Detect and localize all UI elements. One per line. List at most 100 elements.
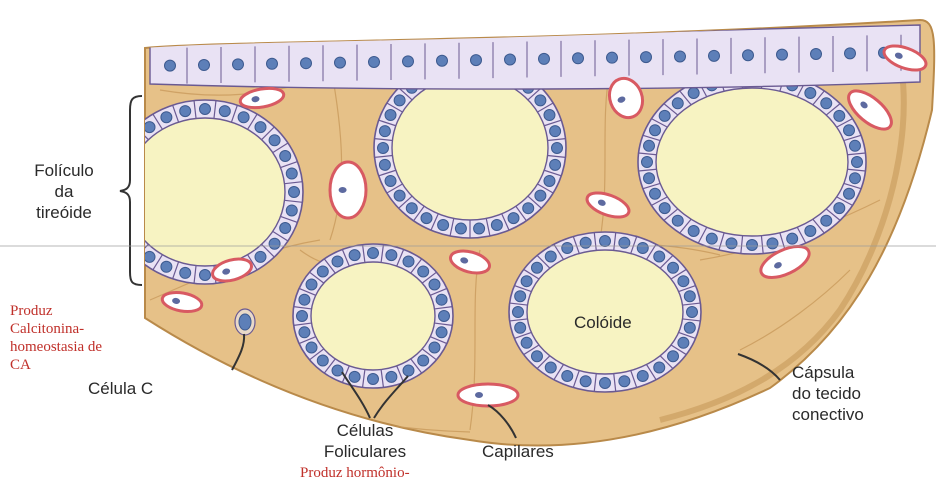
cell-nucleus: [562, 243, 573, 254]
cell-nucleus: [180, 106, 191, 117]
cell-nucleus: [600, 236, 611, 247]
cell-nucleus: [455, 223, 466, 234]
cell-nucleus: [641, 52, 652, 63]
cell-nucleus: [619, 376, 630, 387]
cell-nucleus: [219, 106, 230, 117]
cell-nucleus: [301, 58, 312, 69]
cell-nucleus: [332, 256, 343, 267]
cell-nucleus: [385, 110, 396, 121]
cell-nucleus: [513, 307, 524, 318]
cell-nucleus: [562, 370, 573, 381]
label-capsula: Cápsula do tecido conectivo: [792, 362, 864, 425]
cell-nucleus: [403, 256, 414, 267]
cell-nucleus: [535, 190, 546, 201]
cell-nucleus: [649, 188, 660, 199]
cell-nucleus: [280, 150, 291, 161]
c-cell: [235, 309, 255, 335]
cell-nucleus: [600, 378, 611, 389]
cell-nucleus: [418, 355, 429, 366]
label-celulas-foliculares-line1: Células: [305, 420, 425, 441]
label-capilares: Capilares: [482, 441, 554, 462]
label-foliculo-line2: da: [22, 181, 106, 202]
cell-nucleus: [550, 159, 561, 170]
cell-nucleus: [521, 337, 532, 348]
cell-nucleus: [286, 205, 297, 216]
cell-nucleus: [684, 322, 695, 333]
colloid: [311, 262, 435, 370]
cell-nucleus: [429, 279, 440, 290]
cell-nucleus: [289, 187, 300, 198]
cell-nucleus: [255, 251, 266, 262]
cell-nucleus: [684, 291, 695, 302]
cell-nucleus: [369, 56, 380, 67]
follicle-top-edge: [150, 25, 920, 89]
cell-nucleus: [269, 135, 280, 146]
cell-nucleus: [637, 243, 648, 254]
cell-nucleus: [515, 322, 526, 333]
cell-nucleus: [580, 237, 591, 248]
cell-nucleus: [552, 143, 563, 154]
cell-nucleus: [297, 311, 308, 322]
cell-nucleus: [672, 215, 683, 226]
cell-wall: [108, 200, 126, 202]
cell-nucleus: [688, 87, 699, 98]
cell-nucleus: [706, 233, 717, 244]
cell-nucleus: [844, 125, 855, 136]
cell-nucleus: [805, 87, 816, 98]
cell-nucleus: [306, 342, 317, 353]
cell-nucleus: [821, 215, 832, 226]
cell-nucleus: [394, 95, 405, 106]
cell-nucleus: [644, 173, 655, 184]
cell-nucleus: [385, 175, 396, 186]
cell-nucleus: [573, 53, 584, 64]
cell-wall: [112, 162, 129, 168]
cell-nucleus: [675, 51, 686, 62]
cell-nucleus: [335, 57, 346, 68]
annotation-calcitonina: Produz Calcitonina- homeostasia de CA: [10, 302, 102, 374]
cell-nucleus: [332, 365, 343, 376]
cell-nucleus: [767, 238, 778, 249]
follicle-bottom-center: [293, 244, 453, 388]
cell-nucleus: [523, 203, 534, 214]
annotation-hormonio: Produz hormônio-: [300, 464, 410, 482]
label-capsula-line1: Cápsula: [792, 362, 864, 383]
cell-nucleus: [607, 52, 618, 63]
cell-nucleus: [317, 355, 328, 366]
cell-nucleus: [379, 126, 390, 137]
cell-nucleus: [368, 248, 379, 259]
cell-nucleus: [649, 125, 660, 136]
cell-nucleus: [306, 279, 317, 290]
label-capsula-line2: do tecido: [792, 383, 864, 404]
cell-nucleus: [238, 112, 249, 123]
cell-nucleus: [545, 362, 556, 373]
cell-nucleus: [471, 55, 482, 66]
cell-nucleus: [644, 140, 655, 151]
cell-nucleus: [678, 337, 689, 348]
cell-nucleus: [474, 223, 485, 234]
cell-nucleus: [379, 159, 390, 170]
cell-wall: [108, 182, 126, 184]
cell-nucleus: [299, 327, 310, 338]
label-coloide: Colóide: [574, 312, 632, 333]
cell-nucleus: [849, 173, 860, 184]
cell-nucleus: [439, 311, 450, 322]
follicle-bracket: [120, 96, 142, 285]
cell-nucleus: [286, 168, 297, 179]
cell-nucleus: [852, 157, 863, 168]
capillary: [458, 384, 518, 406]
cell-nucleus: [269, 238, 280, 249]
cell-nucleus: [421, 213, 432, 224]
cell-nucleus: [550, 126, 561, 137]
cell-nucleus: [544, 175, 555, 186]
label-capsula-line3: conectivo: [792, 404, 864, 425]
cell-nucleus: [845, 48, 856, 59]
cell-nucleus: [834, 110, 845, 121]
cell-nucleus: [659, 203, 670, 214]
cell-nucleus: [378, 143, 389, 154]
cell-nucleus: [747, 240, 758, 251]
cell-nucleus: [267, 58, 278, 69]
annotation-calcitonina-line3: homeostasia de: [10, 338, 102, 356]
follicle-top-right: [638, 70, 866, 254]
colloid: [656, 88, 848, 236]
cell-nucleus: [119, 150, 130, 161]
